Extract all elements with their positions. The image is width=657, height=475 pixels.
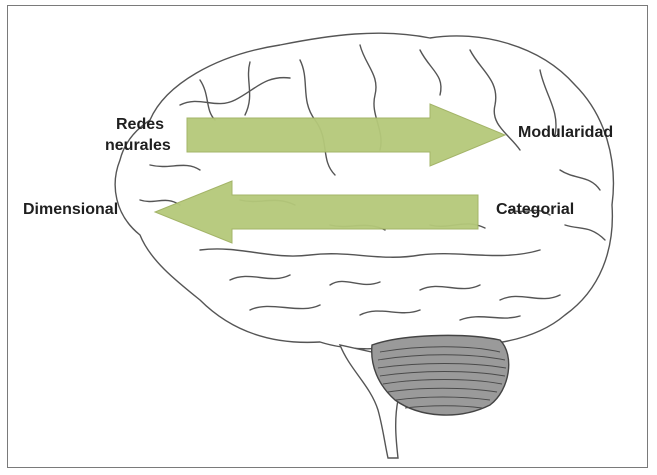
label-redes: Redes [116, 116, 164, 134]
label-dimensional: Dimensional [23, 201, 118, 219]
label-neurales: neurales [105, 137, 171, 155]
brain-outline [115, 33, 613, 349]
label-modularidad: Modularidad [518, 124, 613, 142]
brain-illustration [115, 33, 613, 349]
label-categorial: Categorial [496, 201, 574, 219]
